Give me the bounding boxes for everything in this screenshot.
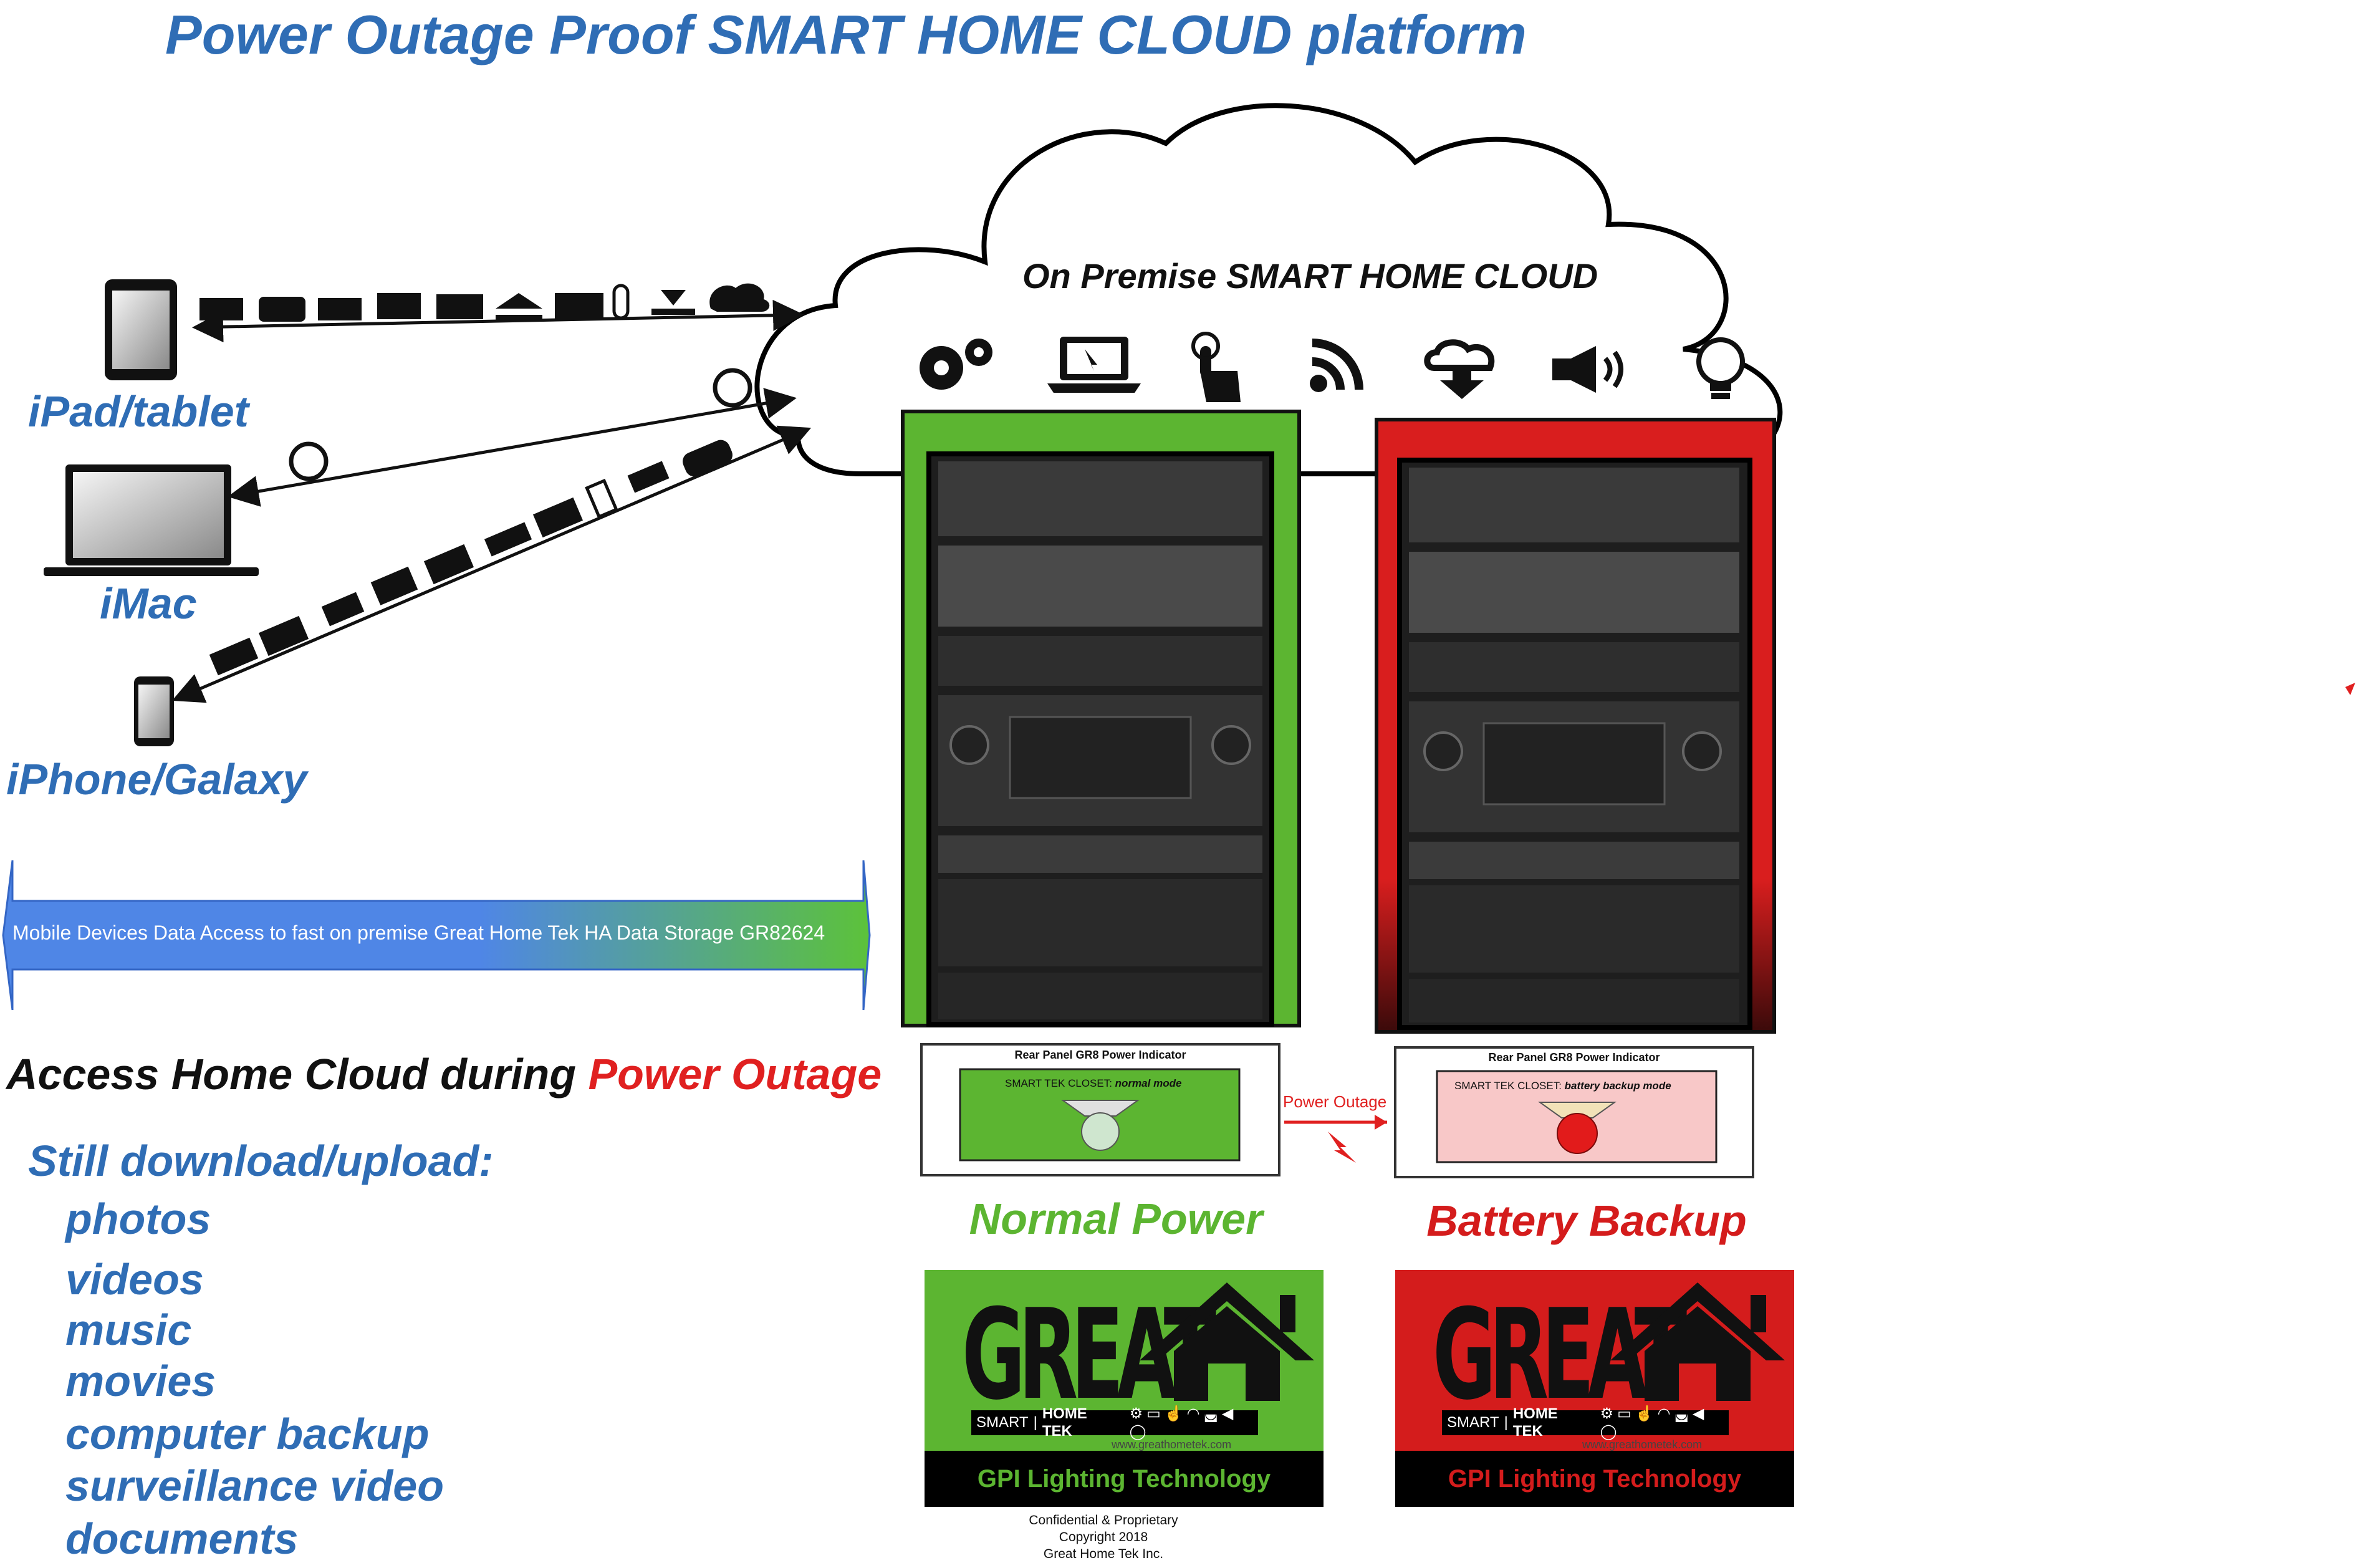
battery-backup-label: Battery Backup (1426, 1196, 1747, 1245)
access-heading: Access Home Cloud during Power Outage (6, 1049, 882, 1099)
panel-battery-status: SMART TEK CLOSET: battery backup mode (1454, 1080, 1671, 1092)
logo-tagline: GPI Lighting Technology (925, 1451, 1324, 1507)
lightbulb-icon (1696, 337, 1745, 399)
list-item: documents (65, 1514, 299, 1563)
rss-feed-icon (1310, 339, 1363, 392)
paperclip-icon (612, 284, 630, 320)
page-title: Power Outage Proof SMART HOME CLOUD plat… (165, 4, 1527, 65)
logo-strip: SMART|HOME TEK ⚙▭☝◠◛◀ ◯ (1442, 1405, 1729, 1440)
access-highlight: Power Outage (588, 1050, 882, 1099)
logo-normal: GREAT SMART|HOME TEK ⚙▭☝◠◛◀ ◯ www.greath… (925, 1270, 1324, 1507)
sync-icon (289, 368, 752, 481)
list-item: videos (65, 1255, 204, 1304)
download-icon (651, 290, 695, 315)
ipad-transfer-icons (199, 283, 770, 322)
logo-strip: SMART|HOME TEK ⚙▭☝◠◛◀ ◯ (971, 1405, 1258, 1440)
banner-text: Mobile Devices Data Access to fast on pr… (12, 921, 825, 944)
house-icon (1140, 1282, 1314, 1401)
logo-icons: ⚙▭☝◠◛◀ ◯ (1600, 1405, 1708, 1440)
iphone-device (134, 676, 174, 746)
list-item: surveillance video (65, 1461, 444, 1510)
house-icon (1610, 1282, 1785, 1401)
imac-label: iMac (100, 579, 197, 628)
panel-battery-title: Rear Panel GR8 Power Indicator (1488, 1051, 1660, 1064)
logo-icons: ⚙▭☝◠◛◀ ◯ (1129, 1405, 1237, 1440)
iphone-cloud-arrow (171, 425, 812, 703)
panel-battery (1394, 1046, 1754, 1178)
list-item: movies (65, 1357, 216, 1405)
power-off-icon (1328, 1132, 1356, 1163)
data-access-banner (2, 860, 871, 1011)
logo-battery: GREAT SMART|HOME TEK ⚙▭☝◠◛◀ ◯ www.greath… (1395, 1270, 1794, 1507)
add-media-icon (377, 293, 421, 319)
rack-normal (901, 410, 1301, 1027)
film-icon (436, 294, 483, 319)
clapper-icon (555, 293, 603, 319)
cloud-download-icon (1424, 339, 1495, 399)
laptop-cursor-icon (1047, 337, 1141, 393)
footer: Confidential & Proprietary Copyright 201… (1029, 1513, 1178, 1561)
ipad-device (105, 279, 177, 380)
music-list-icon (318, 298, 362, 320)
panel-normal-status: SMART TEK CLOSET: normal mode (1005, 1077, 1182, 1089)
touch-hand-icon (1191, 332, 1241, 402)
image-icon (199, 298, 243, 320)
camera-icon (259, 297, 305, 322)
ipad-label: iPad/tablet (28, 387, 249, 436)
stray-mark (2345, 683, 2355, 695)
logo-tagline: GPI Lighting Technology (1395, 1451, 1794, 1507)
panel-normal (920, 1043, 1280, 1176)
cloud-title: On Premise SMART HOME CLOUD (1022, 256, 1598, 296)
access-prefix: Access Home Cloud during (6, 1050, 589, 1099)
iphone-transfer-icons (209, 440, 733, 676)
still-heading: Still download/upload: (28, 1137, 494, 1185)
list-item: photos (65, 1195, 211, 1243)
cloud-upload-icon (709, 283, 770, 312)
speaker-icon (1552, 346, 1623, 393)
rack-battery (1375, 418, 1776, 1034)
panel-normal-title: Rear Panel GR8 Power Indicator (1014, 1049, 1186, 1061)
list-item: music (65, 1306, 192, 1354)
list-item: computer backup (65, 1410, 430, 1458)
upload-icon (496, 293, 542, 321)
gears-icon (920, 339, 992, 390)
imac-device (44, 464, 259, 576)
iphone-label: iPhone/Galaxy (6, 755, 307, 804)
outage-label: Power Outage (1283, 1092, 1387, 1111)
normal-power-label: Normal Power (969, 1195, 1263, 1243)
